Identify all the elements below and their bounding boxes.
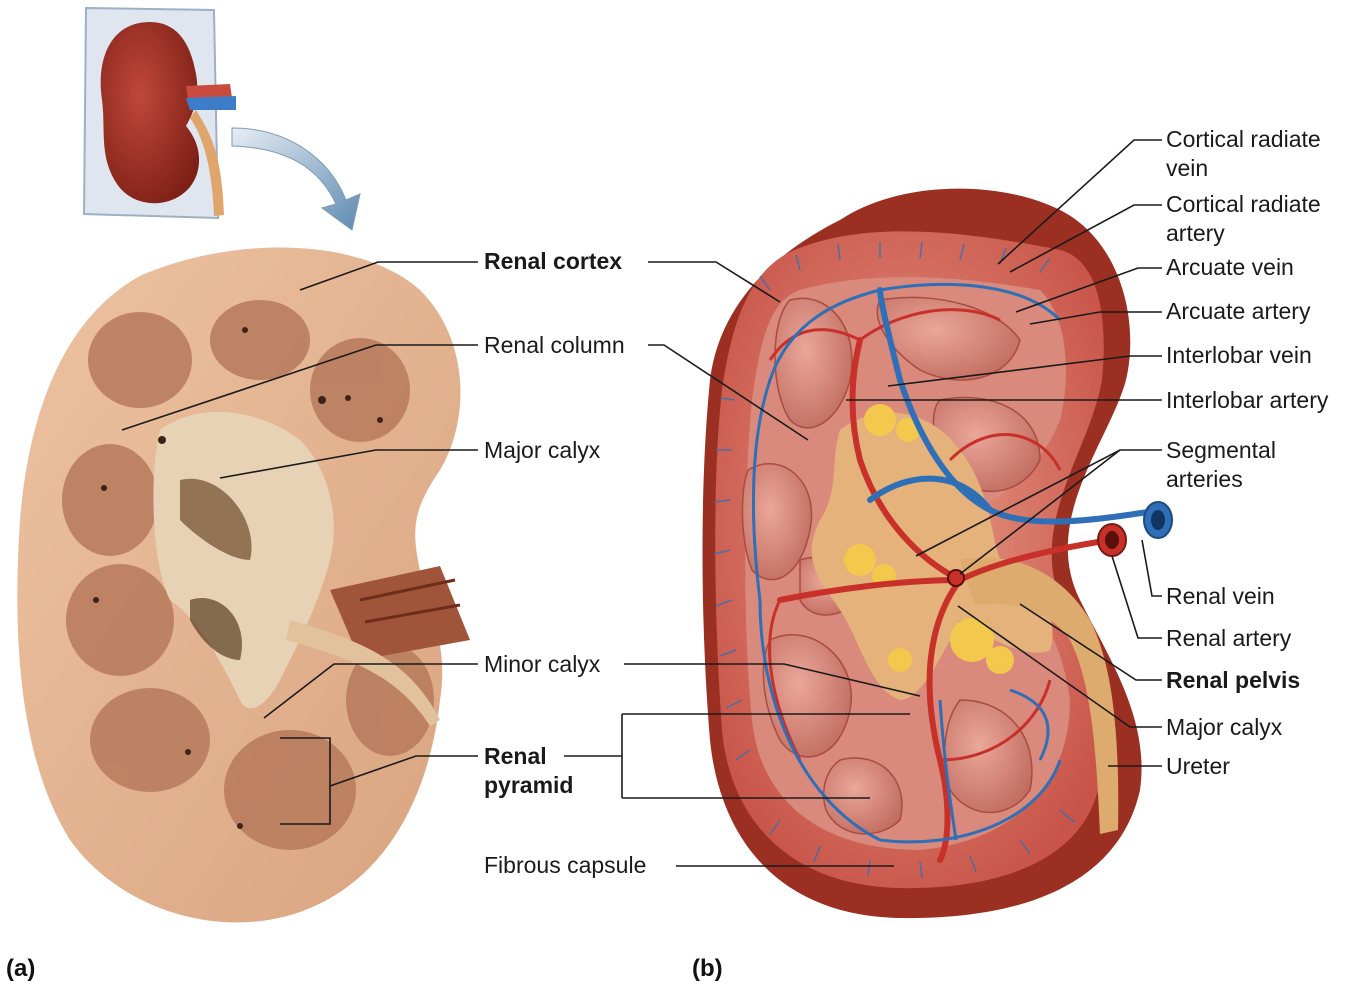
inset-kidney-thumbnail <box>84 8 236 218</box>
label-interlobar-vein: Interlobar vein <box>1166 341 1312 370</box>
label-cortical-radiate-vein-line2: vein <box>1166 154 1208 183</box>
label-cortical-radiate-artery-line2: artery <box>1166 219 1225 248</box>
label-minor-calyx: Minor calyx <box>484 650 600 679</box>
label-ureter: Ureter <box>1166 752 1230 781</box>
curved-arrow-icon <box>232 128 360 230</box>
label-renal-pyramid-line2: pyramid <box>484 771 573 800</box>
label-renal-cortex: Renal cortex <box>484 247 622 276</box>
label-segmental-arteries-line2: arteries <box>1166 465 1243 494</box>
label-fibrous-capsule: Fibrous capsule <box>484 851 646 880</box>
label-renal-pelvis: Renal pelvis <box>1166 666 1300 695</box>
label-major-calyx-center: Major calyx <box>484 436 600 465</box>
panel-label-a: (a) <box>6 955 35 983</box>
label-arcuate-vein: Arcuate vein <box>1166 253 1294 282</box>
label-segmental-arteries-line1: Segmental <box>1166 436 1276 465</box>
label-renal-artery: Renal artery <box>1166 624 1291 653</box>
label-cortical-radiate-vein-line1: Cortical radiate <box>1166 125 1321 154</box>
label-arcuate-artery: Arcuate artery <box>1166 297 1310 326</box>
label-renal-column: Renal column <box>484 331 625 360</box>
panel-label-b: (b) <box>692 955 723 983</box>
label-renal-pyramid-line1: Renal <box>484 742 547 771</box>
label-cortical-radiate-artery-line1: Cortical radiate <box>1166 190 1321 219</box>
label-interlobar-artery: Interlobar artery <box>1166 386 1328 415</box>
label-major-calyx-right: Major calyx <box>1166 713 1282 742</box>
specimen-kidney-photo <box>17 248 470 923</box>
label-renal-vein: Renal vein <box>1166 582 1275 611</box>
